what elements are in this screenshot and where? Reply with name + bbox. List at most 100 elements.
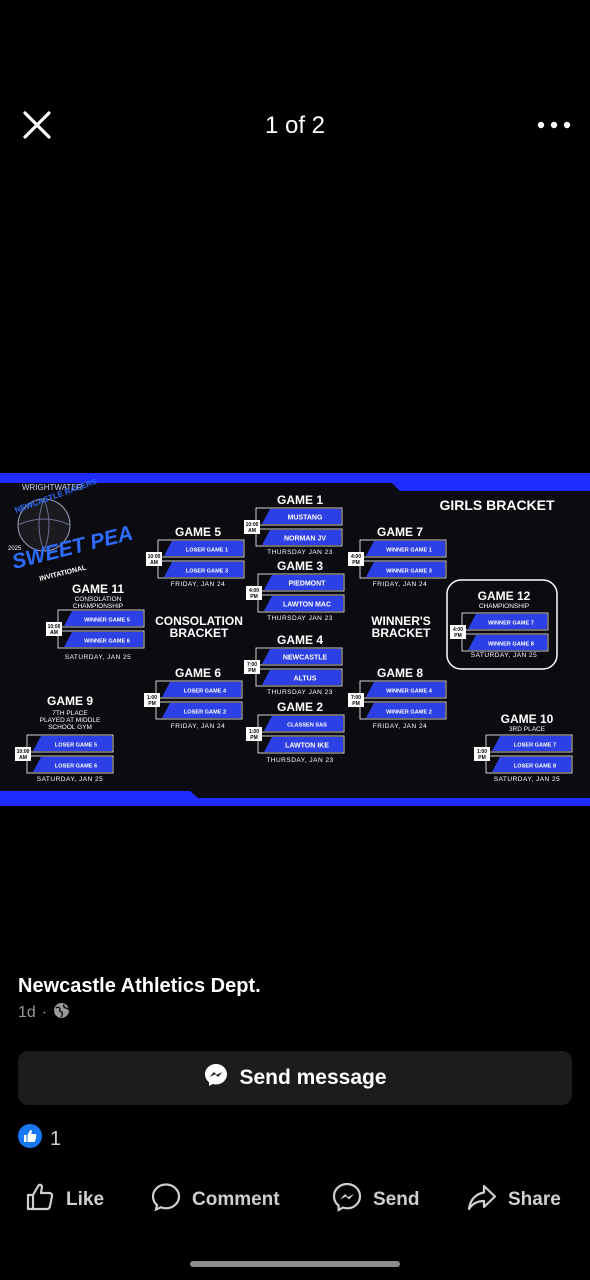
time-value: 7:00 [351, 695, 361, 701]
time-value: 7:00 [247, 662, 257, 668]
like-button[interactable]: Like [24, 1180, 104, 1220]
share-label: Share [508, 1189, 561, 1210]
team-name: WINNER GAME 1 [386, 548, 432, 554]
comment-button[interactable]: Comment [150, 1180, 280, 1220]
time-value: 1:00 [477, 749, 487, 755]
game-title: GAME 3 [277, 559, 323, 573]
team-slot: LOSER GAME 3 [157, 560, 245, 579]
game-date: FRIDAY, JAN 24 [171, 723, 225, 730]
time-ampm: PM [352, 560, 360, 566]
team-name: WINNER GAME 2 [386, 710, 432, 716]
time-value: 1:00 [249, 729, 259, 735]
photo-counter: 1 of 2 [264, 112, 326, 139]
team-name: LOSER GAME 8 [514, 764, 556, 770]
bottom-accent-bar [0, 791, 590, 806]
game-title: GAME 9 [47, 694, 93, 708]
winners-label-1: WINNER'S [371, 614, 431, 628]
game-date: FRIDAY, JAN 24 [373, 581, 427, 588]
time-ampm: PM [148, 701, 156, 707]
team-name: WINNER GAME 6 [84, 639, 130, 645]
game-date: SATURDAY, JAN 25 [471, 652, 538, 659]
championship-frame [446, 579, 558, 670]
like-reaction-icon [18, 1124, 42, 1154]
team-slot: CLASSEN SAS [257, 714, 345, 733]
post-author[interactable]: Newcastle Athletics Dept. [18, 975, 261, 997]
send-message-label: Send message [239, 1066, 387, 1089]
team-slot: LAWTON IKE [257, 735, 345, 754]
viewer-top-bar: 1 of 2 [0, 100, 590, 150]
time-ampm: AM [19, 755, 27, 761]
comment-icon [150, 1181, 182, 1219]
game-date: FRIDAY, JAN 24 [373, 723, 427, 730]
team-slot: WINNER GAME 3 [359, 560, 447, 579]
bracket-graphic: WRIGHTWATER NEWCASTLE RACERS 2025 SWEET … [0, 473, 590, 806]
team-name: MUSTANG [288, 515, 323, 522]
team-slot: LOSER GAME 8 [485, 755, 573, 774]
time-ampm: PM [454, 633, 462, 639]
close-icon[interactable] [18, 106, 56, 144]
post-meta: 1d · [18, 1002, 70, 1024]
team-slot: NEWCASTLE [255, 647, 343, 666]
time-value: 4:00 [351, 554, 361, 560]
team-name: LAWTON MAC [283, 602, 331, 609]
game-title: GAME 12 [478, 589, 531, 603]
bracket-title: GIRLS BRACKET [439, 497, 555, 513]
send-message-button[interactable]: Send message [18, 1051, 572, 1105]
home-indicator [190, 1261, 400, 1267]
team-slot: NORMAN JV [255, 528, 343, 547]
send-label: Send [373, 1189, 420, 1210]
reaction-summary[interactable]: 1 [18, 1124, 61, 1154]
share-icon [466, 1181, 498, 1219]
time-value: 10:00 [148, 554, 161, 560]
send-button[interactable]: Send [331, 1180, 419, 1220]
thumbs-up-icon [24, 1181, 56, 1219]
time-value: 10:00 [17, 749, 30, 755]
bracket-photo[interactable]: WRIGHTWATER NEWCASTLE RACERS 2025 SWEET … [0, 473, 590, 806]
game-subtitle: CHAMPIONSHIP [73, 603, 123, 610]
game-title: GAME 6 [175, 666, 221, 680]
share-button[interactable]: Share [466, 1180, 561, 1220]
team-slot: WINNER GAME 5 [57, 609, 145, 628]
time-value: 10:00 [246, 522, 259, 528]
post-time: 1d [18, 1004, 36, 1021]
winners-label-2: BRACKET [372, 626, 431, 640]
team-slot: LOSER GAME 7 [485, 734, 573, 753]
game-title: GAME 10 [501, 712, 554, 726]
logo-year: 2025 [8, 546, 22, 552]
time-ampm: PM [248, 668, 256, 674]
team-slot: ALTUS [255, 668, 343, 687]
team-slot: PIEDMONT [257, 573, 345, 592]
game-title: GAME 8 [377, 666, 423, 680]
time-value: 4:00 [453, 627, 463, 633]
team-name: LOSER GAME 1 [186, 548, 228, 554]
game-title: GAME 2 [277, 700, 323, 714]
time-value: 4:00 [249, 588, 259, 594]
game-title: GAME 5 [175, 525, 221, 539]
messenger-outline-icon [331, 1181, 363, 1219]
like-count: 1 [50, 1127, 62, 1150]
team-slot: LAWTON MAC [257, 594, 345, 613]
team-slot: WINNER GAME 1 [359, 539, 447, 558]
game-subtitle: 3RD PLACE [509, 726, 546, 733]
team-slot: LOSER GAME 4 [155, 680, 243, 699]
top-accent-bar [0, 473, 590, 491]
game-subtitle: CHAMPIONSHIP [479, 603, 529, 610]
time-ampm: PM [352, 701, 360, 707]
game-subtitle: PLAYED AT MIDDLE [40, 717, 101, 724]
team-name: CLASSEN SAS [287, 723, 327, 729]
more-options-icon[interactable] [536, 110, 572, 140]
team-name: WINNER GAME 3 [386, 569, 432, 575]
like-label: Like [66, 1189, 105, 1210]
